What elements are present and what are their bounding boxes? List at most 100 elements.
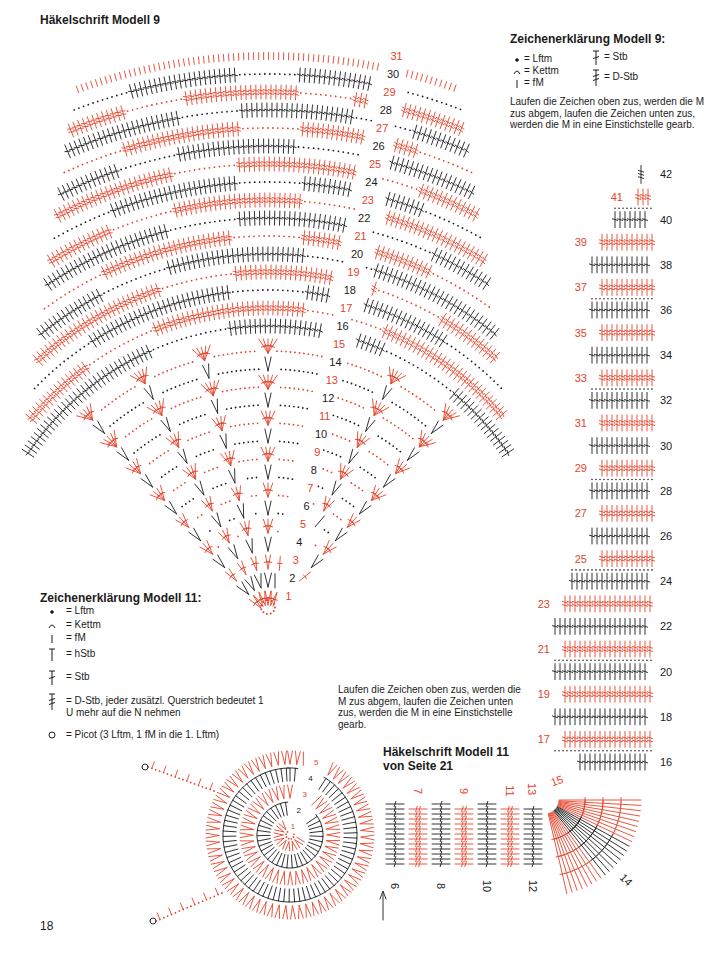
row-number: 16 [660, 756, 672, 769]
row-number: 18 [660, 710, 672, 723]
row-number: 26 [660, 530, 672, 543]
legend-symbol [514, 71, 520, 74]
row-number: 26 [372, 140, 384, 153]
row-number: 1 [286, 590, 292, 603]
row-number: 27 [575, 507, 587, 520]
legend-symbol [517, 80, 518, 88]
row-number: 31 [575, 417, 587, 430]
row-number: 13 [326, 374, 338, 387]
row-number: 13 [526, 783, 539, 795]
legend-heading: Zeichenerklärung Modell 9: [510, 33, 665, 47]
row-number: 2 [289, 572, 295, 585]
row-number: 23 [362, 194, 374, 207]
legend-text: = fM [66, 632, 86, 644]
row-number: 4 [296, 536, 302, 549]
legend-symbol [593, 70, 599, 86]
legend-symbol [52, 635, 53, 643]
note-text: Laufen die Zeichen oben zus, werden die … [338, 684, 530, 730]
legend-heading: Zeichenerklärung Modell 11: [40, 592, 201, 606]
row-number: 9 [458, 788, 471, 794]
row-number: 8 [435, 883, 448, 889]
row-number: 17 [538, 733, 550, 746]
row-number: 36 [660, 304, 672, 317]
row-number: 15 [549, 773, 565, 789]
row-number: 28 [380, 104, 392, 117]
chart-heading: Häkelschrift Modell 9 [40, 14, 160, 28]
legend-symbol [51, 611, 54, 614]
legend-text: = Picot (3 Lftm, 1 fM in die 1. Lftm) [66, 729, 291, 741]
legend-text: = Stb [604, 51, 628, 63]
legend-text: = Lftm [524, 53, 552, 65]
row-number: 12 [527, 880, 540, 892]
row-number: 37 [575, 281, 587, 294]
row-number: 6 [389, 883, 402, 889]
row-number: 42 [660, 168, 672, 181]
row-number: 19 [538, 688, 550, 701]
row-number: 6 [304, 500, 310, 513]
legend-text: = Kettm [524, 65, 559, 77]
legend-text: = hStb [66, 648, 95, 660]
row-number: 25 [369, 158, 381, 171]
legend-symbol [516, 59, 519, 62]
stitch-symbols [22, 68, 649, 924]
row-number: 22 [660, 620, 672, 633]
legend-symbol [49, 625, 55, 628]
row-number: 39 [575, 236, 587, 249]
row-number: 22 [358, 212, 370, 225]
row-number: 4 [308, 774, 312, 783]
row-number: 10 [481, 880, 494, 892]
row-number: 21 [354, 230, 366, 243]
legend-text: = fM [524, 77, 544, 89]
row-number: 18 [344, 284, 356, 297]
row-number: 30 [387, 68, 399, 81]
row-number: 12 [322, 392, 334, 405]
row-number: 34 [660, 349, 672, 362]
row-number: 21 [538, 643, 550, 656]
row-number: 23 [538, 597, 550, 610]
chain-dots [34, 73, 653, 751]
page-number: 18 [40, 920, 53, 934]
legend-symbol [49, 732, 55, 738]
row-number: 32 [660, 394, 672, 407]
row-number: 16 [336, 320, 348, 333]
row-number: 11 [504, 785, 517, 796]
legend-symbol [593, 51, 599, 65]
legend-text: = Kettm [66, 619, 101, 631]
row-number: 29 [383, 86, 395, 99]
legend-text: = D-Stb, jeder zusätzl. Querstrich bedeu… [66, 695, 266, 718]
row-number: 25 [575, 552, 587, 565]
row-number: 14 [617, 871, 635, 889]
row-number: 7 [307, 482, 313, 495]
row-number: 19 [347, 266, 359, 279]
row-number: 28 [660, 484, 672, 497]
row-number: 33 [575, 371, 587, 384]
legend-symbol [49, 694, 55, 710]
row-number: 14 [329, 356, 341, 369]
row-number: 2 [297, 806, 301, 815]
row-number: 38 [660, 258, 672, 271]
row-number: 3 [293, 554, 299, 567]
row-number: 1 [291, 822, 295, 831]
row-number: 5 [314, 758, 318, 767]
legend-symbol [49, 671, 55, 685]
row-number: 40 [660, 213, 672, 226]
row-number: 24 [365, 176, 377, 189]
row-number: 17 [340, 302, 352, 315]
row-number: 7 [412, 788, 425, 794]
row-number: 27 [376, 122, 388, 135]
legend-text: = D-Stb [604, 71, 638, 83]
legend-text: = Stb [66, 671, 90, 683]
row-number: 20 [351, 248, 363, 261]
row-number: 8 [311, 464, 317, 477]
legend-symbol [49, 649, 55, 661]
row-number: 9 [314, 446, 320, 459]
row-number: 10 [315, 428, 327, 441]
row-number: 35 [575, 326, 587, 339]
legend-symbols [49, 51, 599, 738]
row-number: 29 [575, 462, 587, 475]
row-number: 41 [611, 191, 623, 204]
row-number: 30 [660, 439, 672, 452]
legend-text: = Lftm [66, 605, 94, 617]
